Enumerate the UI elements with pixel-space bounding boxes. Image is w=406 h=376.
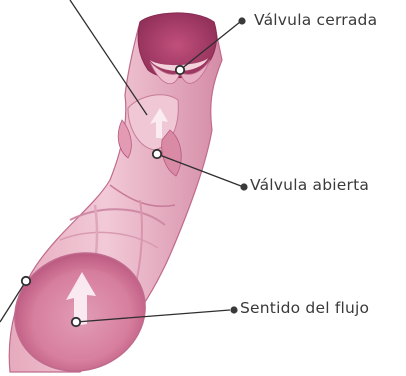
flow-direction-label: Sentido del flujo	[240, 299, 369, 317]
open-valve-label: Válvula abierta	[250, 176, 369, 194]
closed-valve-label: Válvula cerrada	[254, 11, 377, 29]
label-dots	[230, 17, 247, 313]
